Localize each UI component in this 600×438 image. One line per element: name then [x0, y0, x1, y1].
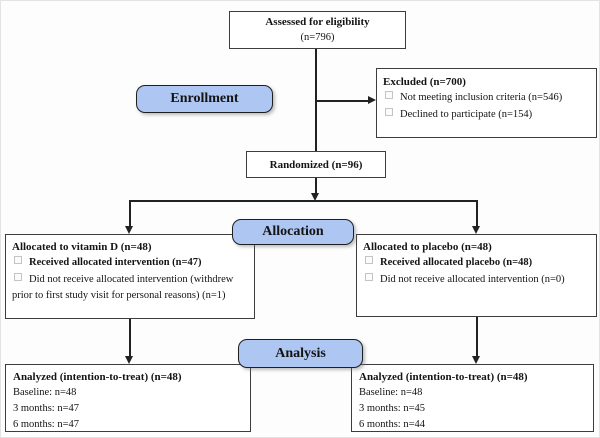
bullet-square-icon	[385, 91, 393, 99]
analysis-left-line: Baseline: n=48	[13, 387, 77, 398]
analysis-stage-pill: Analysis	[238, 339, 363, 368]
randomized-title: Randomized (n=96)	[269, 158, 363, 171]
analysis-right-line: 3 months: n=45	[359, 403, 426, 414]
bullet-square-icon	[365, 272, 373, 281]
connector-branch-left	[129, 200, 131, 226]
analysis-left-title: Analyzed (intention-to-treat) (n=48)	[13, 371, 182, 383]
allocation-right-item: Received allocated placebo (n=48)	[363, 255, 590, 272]
connector-branch-horizontal	[129, 200, 477, 202]
excluded-item-text: Declined to participate (n=154)	[400, 108, 533, 120]
allocation-right-item-text: Did not receive allocated intervention (…	[380, 273, 565, 285]
bullet-square-icon	[385, 107, 393, 116]
excluded-item: Declined to participate (n=154)	[383, 107, 590, 124]
connector-branch-right	[476, 200, 478, 226]
bullet-square-icon	[14, 256, 22, 264]
bullet-square-icon	[14, 272, 22, 281]
analysis-right-box: Analyzed (intention-to-treat) (n=48) Bas…	[351, 364, 594, 432]
analysis-left-line: 3 months: n=47	[13, 403, 80, 414]
allocation-left-item-text: Did not receive allocated intervention (…	[12, 273, 234, 302]
allocation-left-item: Received allocated intervention (n=47)	[12, 255, 248, 272]
assessed-box: Assessed for eligibility (n=796)	[229, 11, 406, 49]
enrollment-stage-label: Enrollment	[170, 91, 239, 106]
connector-to-excluded	[315, 100, 368, 102]
enrollment-stage-pill: Enrollment	[136, 85, 273, 113]
allocation-right-box: Allocated to placebo (n=48) Received all…	[356, 234, 597, 317]
randomized-box: Randomized (n=96)	[246, 151, 386, 178]
connector-randomized-down	[315, 178, 317, 193]
arrowhead-alloc-left-icon	[125, 226, 133, 234]
excluded-item: Not meeting inclusion criteria (n=546)	[383, 90, 590, 107]
allocation-right-title: Allocated to placebo (n=48)	[363, 241, 492, 253]
excluded-item-text: Not meeting inclusion criteria (n=546)	[400, 92, 563, 103]
bullet-square-icon	[365, 256, 373, 264]
arrowhead-branch-icon	[311, 193, 319, 201]
allocation-stage-pill: Allocation	[232, 219, 354, 245]
allocation-left-box: Allocated to vitamin D (n=48) Received a…	[5, 234, 255, 319]
excluded-title: Excluded (n=700)	[383, 76, 466, 88]
analysis-left-line: 6 months: n=47	[13, 419, 80, 430]
arrowhead-alloc-right-icon	[472, 226, 480, 234]
excluded-box: Excluded (n=700) Not meeting inclusion c…	[376, 68, 597, 138]
assessed-title: Assessed for eligibility	[265, 16, 370, 28]
assessed-n: (n=796)	[300, 32, 335, 43]
analysis-stage-label: Analysis	[275, 345, 326, 361]
analysis-right-line: Baseline: n=48	[359, 387, 423, 398]
allocation-left-title: Allocated to vitamin D (n=48)	[12, 241, 152, 253]
connector-alloc-left-to-analysis	[129, 319, 131, 356]
analysis-right-line: 6 months: n=44	[359, 419, 426, 430]
allocation-left-item-text: Received allocated intervention (n=47)	[29, 257, 202, 268]
allocation-right-item-text: Received allocated placebo (n=48)	[380, 257, 533, 268]
analysis-right-title: Analyzed (intention-to-treat) (n=48)	[359, 371, 528, 383]
connector-alloc-right-to-analysis	[476, 317, 478, 356]
allocation-right-item: Did not receive allocated intervention (…	[363, 272, 590, 289]
arrowhead-analysis-left-icon	[125, 356, 133, 364]
allocation-left-item: Did not receive allocated intervention (…	[12, 272, 248, 305]
arrowhead-analysis-right-icon	[472, 356, 480, 364]
allocation-stage-label: Allocation	[262, 224, 324, 239]
arrowhead-excluded-icon	[368, 96, 376, 104]
analysis-left-box: Analyzed (intention-to-treat) (n=48) Bas…	[5, 364, 251, 432]
